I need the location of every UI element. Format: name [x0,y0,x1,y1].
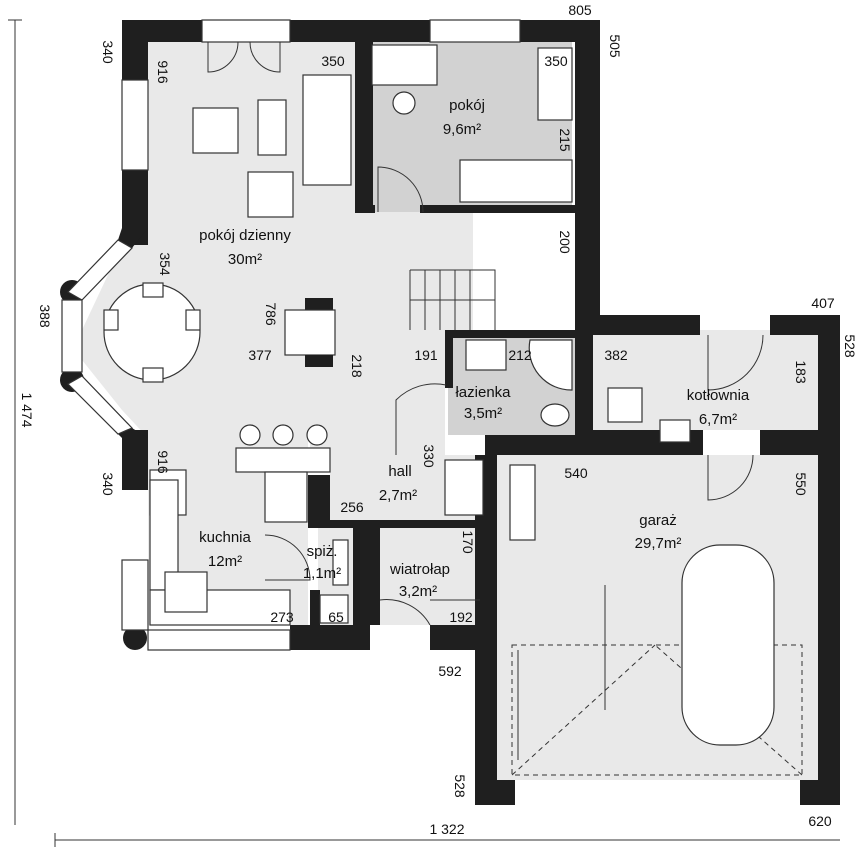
pantry-name: spiż. [307,543,338,560]
dim-354: 354 [157,252,173,276]
dim-340-top: 340 [100,40,116,64]
kitchen-area: 12m² [208,553,242,570]
dim-382: 382 [604,347,628,363]
kitchen-furniture [149,424,349,626]
dim-191: 191 [414,347,438,363]
room-name: pokój [449,97,485,114]
vestibule-area: 3,2m² [399,583,437,600]
garage-name: garaż [639,512,677,529]
living-room-furniture [103,74,496,383]
dim-192: 192 [449,609,473,625]
dim-1474: 1 474 [19,392,35,427]
dim-65: 65 [328,609,344,625]
dim-528-bottom: 528 [452,774,468,798]
dim-330: 330 [421,444,437,468]
dim-340-bottom: 340 [100,472,116,496]
kitchen-name: kuchnia [199,529,251,546]
vestibule-name: wiatrołap [389,561,450,578]
doors [207,41,764,626]
bathroom-area: 3,5m² [464,405,502,422]
dim-183: 183 [793,360,809,384]
dim-592: 592 [438,663,462,679]
dim-916-top: 916 [155,60,171,84]
dim-215: 215 [557,128,573,152]
hall-name: hall [388,463,411,480]
boiler-room-area: 6,7m² [699,411,737,428]
pantry-area: 1,1m² [303,565,341,582]
room-area: 9,6m² [443,121,481,138]
dim-200: 200 [557,230,573,254]
dim-256: 256 [340,499,364,515]
dim-273: 273 [270,609,294,625]
dim-528-right: 528 [842,334,858,358]
living-room-area: 30m² [228,251,262,268]
dim-620: 620 [808,813,832,829]
dimension-lines [8,19,840,847]
living-room-name: pokój dzienny [199,227,291,244]
boiler-room-name: kotłownia [687,387,750,404]
bathroom-name: łazienka [455,384,511,401]
dim-388: 388 [37,304,53,328]
dim-377: 377 [248,347,272,363]
hall-area: 2,7m² [379,487,417,504]
bath-boiler-furniture [465,339,691,443]
dim-218: 218 [349,354,365,378]
windows [61,19,521,651]
garage-area: 29,7m² [635,535,682,552]
dim-805: 805 [568,2,592,18]
dim-540: 540 [564,465,588,481]
dim-916-bottom: 916 [155,450,171,474]
dim-170: 170 [460,530,476,554]
dim-786: 786 [263,302,279,326]
dim-407: 407 [811,295,835,311]
dim-350-right: 350 [544,53,568,69]
room-furniture [371,44,573,203]
dim-550: 550 [793,472,809,496]
garage-items [444,459,803,776]
dim-1322: 1 322 [429,821,464,837]
dim-212: 212 [508,347,532,363]
vestibule-floor [380,525,485,625]
dim-505: 505 [607,34,623,58]
dim-350-left: 350 [321,53,345,69]
